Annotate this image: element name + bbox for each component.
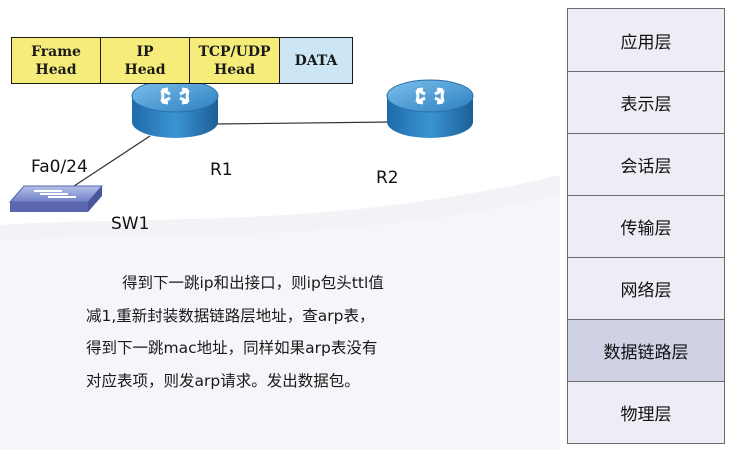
router-r2-label: R2 [376,168,399,188]
port-label: Fa0/24 [31,157,88,177]
switch-sw1-icon [8,185,104,212]
link-r1-r2 [214,121,391,125]
osi-layer-network: 网络层 [568,257,724,319]
osi-layer-data-link: 数据链路层 [568,319,724,381]
packet-header: Frame Head IP Head TCP/UDP Head DATA [11,37,353,84]
osi-layer-presentation: 表示层 [568,71,724,133]
ip-head-cell: IP Head [101,38,190,83]
router-r2-icon [386,79,474,138]
router-r1-icon [131,79,219,138]
frame-head-cell: Frame Head [12,38,101,83]
osi-layer-physical: 物理层 [568,381,724,443]
switch-sw1-label: SW1 [111,214,150,234]
osi-layer-session: 会话层 [568,133,724,195]
osi-layer-stack: 应用层 表示层 会话层 传输层 网络层 数据链路层 物理层 [567,8,725,444]
router-r1-label: R1 [210,160,233,180]
description-line: 得到下一跳mac地址，同样如果arp表没有 [86,339,378,357]
description-line: 减1,重新封装数据链路层地址，查arp表， [86,306,375,325]
osi-layer-transport: 传输层 [568,195,724,257]
link-r1-sw1 [67,135,151,191]
tcp-udp-head-cell: TCP/UDP Head [190,38,280,83]
osi-layer-application: 应用层 [568,9,724,71]
data-cell: DATA [280,38,352,83]
description-line: 得到下一跳ip和出接口，则ip包头ttl值 [122,274,384,292]
description-paragraph: 得到下一跳ip和出接口，则ip包头ttl值 减1,重新封装数据链路层地址，查ar… [86,267,516,397]
description-line: 对应表项，则发arp请求。发出数据包。 [86,371,360,390]
